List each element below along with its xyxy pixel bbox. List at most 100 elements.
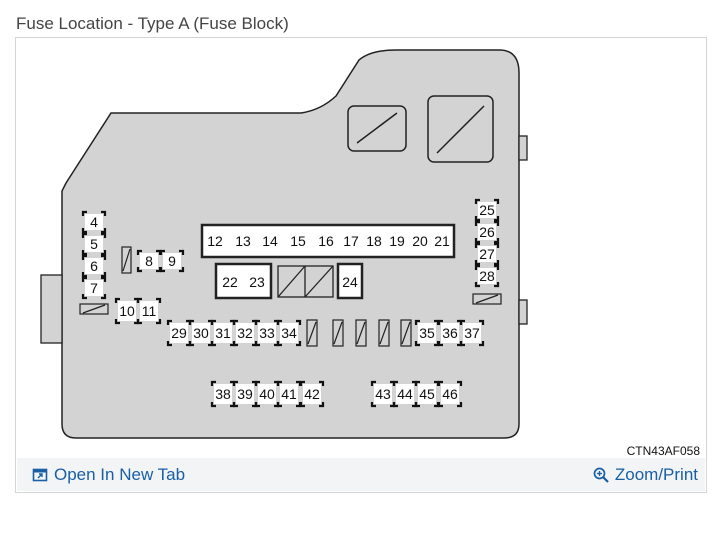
- zoom-print-label: Zoom/Print: [614, 465, 698, 484]
- fuse-number: 20: [412, 233, 428, 249]
- fuse-8: 8: [136, 249, 162, 273]
- fuse-46: 46: [437, 380, 463, 408]
- fuse-14: 14: [262, 233, 278, 249]
- fuse-number: 35: [419, 325, 435, 341]
- fuse-number: 43: [375, 386, 391, 402]
- fuse-44: 44: [392, 380, 418, 408]
- fuse-28: 28: [474, 264, 500, 288]
- fuse-16: 16: [318, 233, 334, 249]
- fuse-30: 30: [188, 319, 214, 347]
- fuse-31: 31: [210, 319, 236, 347]
- fuse-5: 5: [81, 232, 107, 256]
- diode-slot-mark: [379, 321, 389, 345]
- diode-slot-mark: [401, 321, 411, 345]
- fuse-number: 46: [442, 386, 458, 402]
- fuse-24: 24: [342, 274, 358, 290]
- fuse-number: 39: [237, 386, 253, 402]
- fuse-number: 11: [142, 303, 157, 319]
- left-connector-tab: [40, 274, 63, 344]
- fuse-37: 37: [459, 319, 485, 347]
- fuse-number: 4: [90, 214, 98, 230]
- fuse-number: 14: [262, 233, 278, 249]
- fuse-number: 15: [290, 233, 306, 249]
- fuse-number: 31: [215, 325, 231, 341]
- fuse-number: 25: [479, 202, 495, 218]
- fuse-number: 9: [168, 253, 176, 269]
- fuse-number: 5: [90, 236, 98, 252]
- middle-slot-group: [306, 319, 412, 347]
- fuse-number: 13: [235, 233, 251, 249]
- fuse-21: 21: [434, 233, 450, 249]
- fuse-number: 7: [90, 280, 98, 296]
- fuse-12: 12: [207, 233, 223, 249]
- fuse-24-frame: [336, 262, 364, 300]
- fuse-number: 8: [145, 253, 153, 269]
- fuse-36: 36: [437, 319, 463, 347]
- fuse-number: 37: [464, 325, 480, 341]
- fuse-34: 34: [276, 319, 302, 347]
- fuse-22: 22: [222, 274, 238, 290]
- open-in-new-tab-icon: [32, 468, 48, 482]
- fuse-number: 23: [249, 274, 265, 290]
- fuse-38: 38: [210, 380, 236, 408]
- fuse-19: 19: [389, 233, 405, 249]
- fuse-number: 38: [215, 386, 231, 402]
- fuse-number: 44: [397, 386, 413, 402]
- diode-slot-mark: [356, 321, 366, 345]
- fuse-number: 30: [193, 325, 209, 341]
- fuse-18: 18: [366, 233, 382, 249]
- fuse-33: 33: [254, 319, 280, 347]
- fuse-number: 36: [442, 325, 458, 341]
- fuse-number: 32: [237, 325, 253, 341]
- open-in-new-tab-link[interactable]: Open In New Tab: [32, 465, 185, 485]
- fuse-number: 26: [479, 224, 495, 240]
- fuse-number: 12: [207, 233, 223, 249]
- fuse-number: 40: [259, 386, 275, 402]
- fuse-number: 10: [119, 303, 135, 319]
- fuse-43: 43: [370, 380, 396, 408]
- fuse-number: 28: [479, 268, 495, 284]
- diode-slot-mark: [307, 321, 317, 345]
- right-tab-lower: [518, 299, 528, 325]
- open-in-new-tab-label: Open In New Tab: [54, 465, 186, 484]
- fuse-27: 27: [474, 242, 500, 266]
- fuse-29: 29: [166, 319, 192, 347]
- fuse-39: 39: [232, 380, 258, 408]
- fuse-number: 6: [90, 258, 98, 274]
- fuse-17: 17: [343, 233, 359, 249]
- fuse-7: 7: [81, 276, 107, 300]
- fuse-25: 25: [474, 198, 500, 222]
- fuse-number: 17: [343, 233, 359, 249]
- figure-code: CTN43AF058: [626, 444, 700, 458]
- fuse-40: 40: [254, 380, 280, 408]
- right-tab-upper: [518, 135, 528, 161]
- fuse-number: 45: [419, 386, 435, 402]
- fuse-number: 27: [479, 246, 495, 262]
- fuse-4: 4: [81, 210, 107, 234]
- fuse-10: 10: [114, 297, 140, 325]
- fuse-42: 42: [299, 380, 325, 408]
- fuse-number: 34: [281, 325, 297, 341]
- mid-pair-frame: [214, 262, 273, 300]
- action-bar: Open In New Tab Zoom/Print: [17, 458, 705, 491]
- fuse-number: 16: [318, 233, 334, 249]
- fuse-41: 41: [276, 380, 302, 408]
- magnifier-plus-icon: [593, 467, 609, 483]
- fuse-number: 19: [389, 233, 405, 249]
- zoom-print-link[interactable]: Zoom/Print: [593, 465, 698, 485]
- fuse-number: 22: [222, 274, 238, 290]
- fuse-number: 33: [259, 325, 275, 341]
- fuse-number: 24: [342, 274, 358, 290]
- fuse-23: 23: [249, 274, 265, 290]
- fuse-15: 15: [290, 233, 306, 249]
- fuse-20: 20: [412, 233, 428, 249]
- fuse-number: 29: [171, 325, 187, 341]
- diode-slot-mark: [333, 321, 343, 345]
- fuse-6: 6: [81, 254, 107, 278]
- fuse-number: 21: [434, 233, 450, 249]
- fuse-13: 13: [235, 233, 251, 249]
- fuse-26: 26: [474, 220, 500, 244]
